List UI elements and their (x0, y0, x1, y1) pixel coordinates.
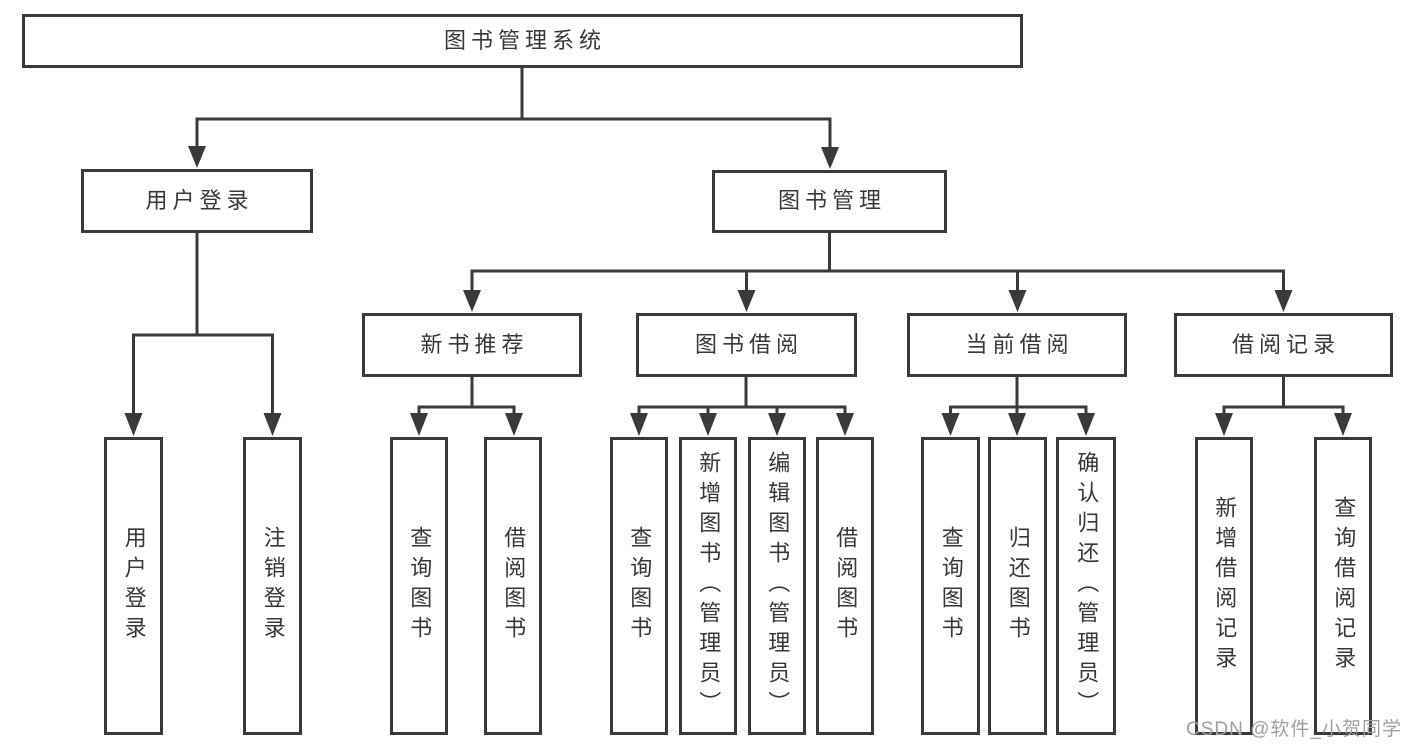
connector-current-borrow-group (941, 377, 1095, 436)
connector-book-management-group (463, 233, 1293, 312)
leaf-confirm-return-admin: 确认归还（管理员） (1056, 437, 1116, 735)
watermark: CSDN @软件_小贺同学 (1186, 719, 1402, 740)
connector-user-login-group (124, 233, 282, 436)
node-new-book-recommend: 新书推荐 (362, 313, 582, 377)
leaf-query-books-1: 查询图书 (390, 437, 448, 735)
connector-borrow-records-group (1215, 377, 1352, 436)
leaf-add-borrow-record: 新增借阅记录 (1195, 437, 1253, 735)
leaf-query-books-2: 查询图书 (610, 437, 668, 735)
node-root-system: 图书管理系统 (22, 14, 1023, 68)
leaf-user-login: 用户登录 (104, 437, 163, 735)
leaf-add-books-admin: 新增图书（管理员） (679, 437, 737, 735)
connector-new-book-recommend-group (410, 377, 523, 436)
node-user-login: 用户登录 (81, 169, 313, 233)
leaf-query-borrow-record: 查询借阅记录 (1314, 437, 1372, 735)
leaf-logout: 注销登录 (243, 437, 302, 735)
leaf-edit-books-admin: 编辑图书（管理员） (748, 437, 806, 735)
node-book-borrow: 图书借阅 (636, 313, 857, 377)
connector-book-borrow-group (630, 377, 854, 436)
leaf-query-books-3: 查询图书 (921, 437, 980, 735)
leaf-borrow-books-2: 借阅图书 (816, 437, 874, 735)
leaf-return-books: 归还图书 (988, 437, 1047, 735)
node-book-management: 图书管理 (712, 170, 947, 233)
node-borrow-records: 借阅记录 (1174, 313, 1393, 377)
leaf-borrow-books-1: 借阅图书 (484, 437, 542, 735)
node-current-borrow: 当前借阅 (907, 313, 1127, 377)
connector-root-to-level2 (188, 68, 839, 169)
